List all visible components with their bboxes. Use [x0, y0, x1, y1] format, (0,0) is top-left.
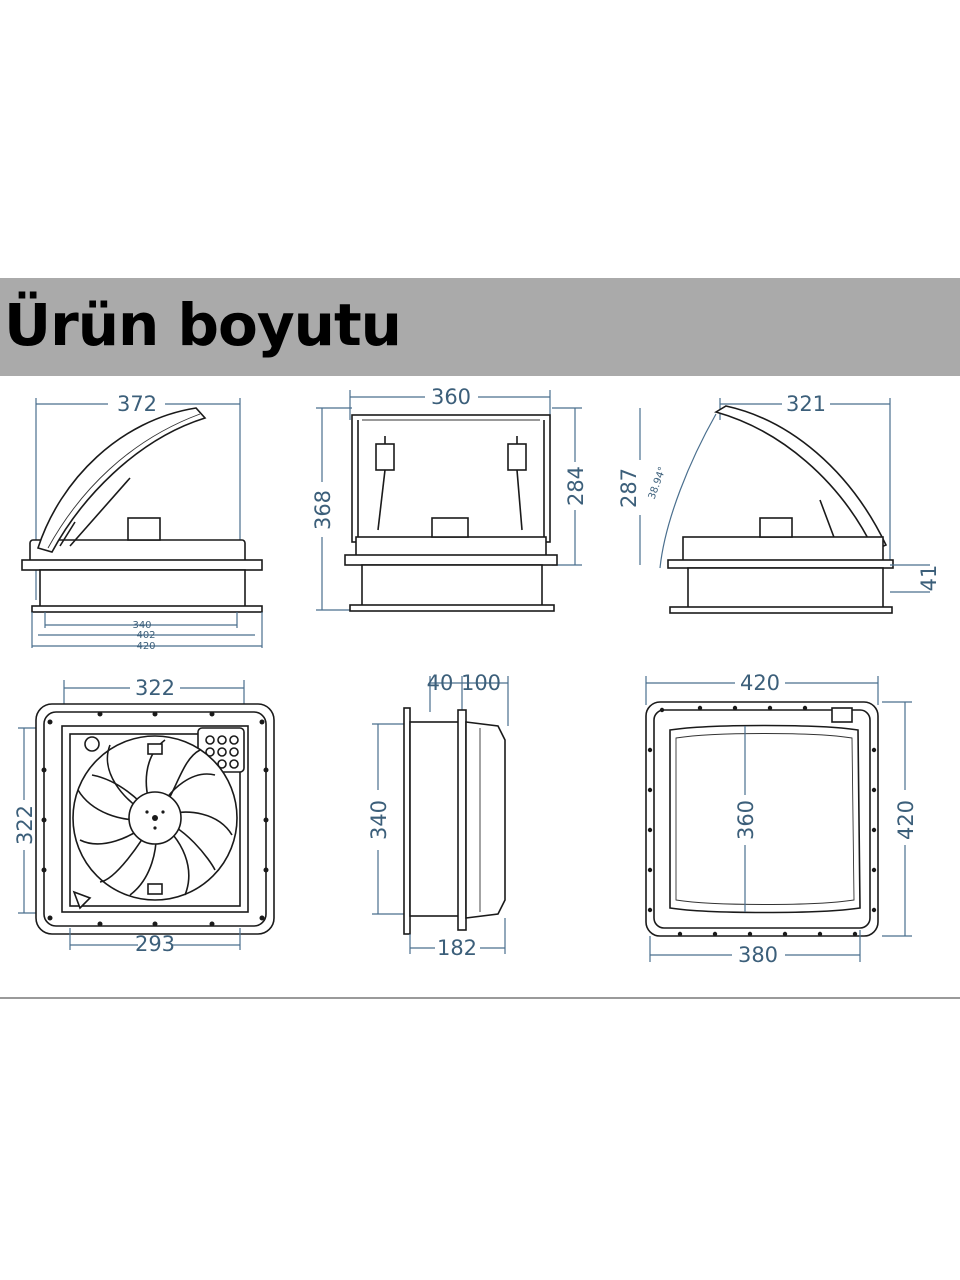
right-motor: [759, 517, 793, 538]
section-body: [409, 721, 463, 917]
ceiling-plate: [403, 707, 411, 935]
dim-340: 340: [132, 620, 151, 631]
title-band: [0, 278, 960, 376]
bracket-right: [507, 443, 527, 471]
latch-top: [147, 743, 163, 755]
top-screw-holes: [647, 705, 877, 937]
top-view: 420 420 360 380: [645, 671, 918, 967]
dim-380: 380: [738, 943, 778, 967]
angle-label: 38.94°: [647, 465, 669, 500]
dome-top: [669, 724, 861, 914]
dim-368: 368: [311, 490, 335, 530]
knob-icon: [84, 736, 100, 752]
front-inner: [361, 564, 543, 608]
dim-372: 372: [117, 392, 157, 416]
front-trim: [349, 604, 555, 612]
roof-plate: [457, 709, 467, 931]
dim-402: 402: [136, 630, 155, 641]
dim-360-inner: 360: [734, 800, 758, 840]
front-motor: [431, 517, 469, 538]
dim-287: 287: [617, 468, 641, 508]
dim-182: 182: [437, 936, 477, 960]
motor-box: [127, 517, 161, 541]
bracket-left: [375, 443, 395, 471]
dim-420-h: 420: [894, 800, 918, 840]
dim-293: 293: [135, 932, 175, 956]
dim-40: 40: [427, 671, 454, 695]
dim-41: 41: [917, 565, 941, 592]
roof-flange: [21, 559, 263, 571]
side-view-left: 372 340 402 420: [21, 392, 263, 652]
dim-360: 360: [431, 385, 471, 409]
dim-321: 321: [786, 392, 826, 416]
right-trim: [669, 606, 893, 614]
dim-340-h: 340: [367, 800, 391, 840]
front-flange: [344, 554, 558, 566]
right-lid: [713, 405, 888, 552]
dim-322-w: 322: [135, 676, 175, 700]
right-body: [682, 536, 884, 564]
divider: [0, 997, 960, 999]
side-view-right: 321 287 38.94° 41: [617, 392, 941, 614]
open-lid: [36, 407, 207, 553]
inner-frame: [39, 569, 246, 611]
section-dome: [465, 721, 506, 919]
right-flange: [667, 559, 894, 569]
dim-322-h: 322: [13, 805, 37, 845]
crank-icon: [72, 890, 92, 910]
bottom-view: 322 322: [13, 676, 275, 956]
top-latch: [831, 707, 853, 723]
page-title: Ürün boyutu: [4, 291, 402, 359]
dim-420: 420: [136, 641, 155, 652]
dim-284: 284: [564, 466, 588, 506]
dim-100: 100: [461, 671, 501, 695]
ceiling-trim: [31, 605, 263, 613]
screw-holes: [41, 711, 269, 927]
right-inner: [687, 567, 884, 611]
section-view: 40 100 340 182: [367, 671, 509, 960]
front-view: 360 368 284: [311, 385, 588, 612]
latch-bottom: [147, 883, 163, 895]
dim-420-w: 420: [740, 671, 780, 695]
fan-icon: [72, 735, 238, 901]
